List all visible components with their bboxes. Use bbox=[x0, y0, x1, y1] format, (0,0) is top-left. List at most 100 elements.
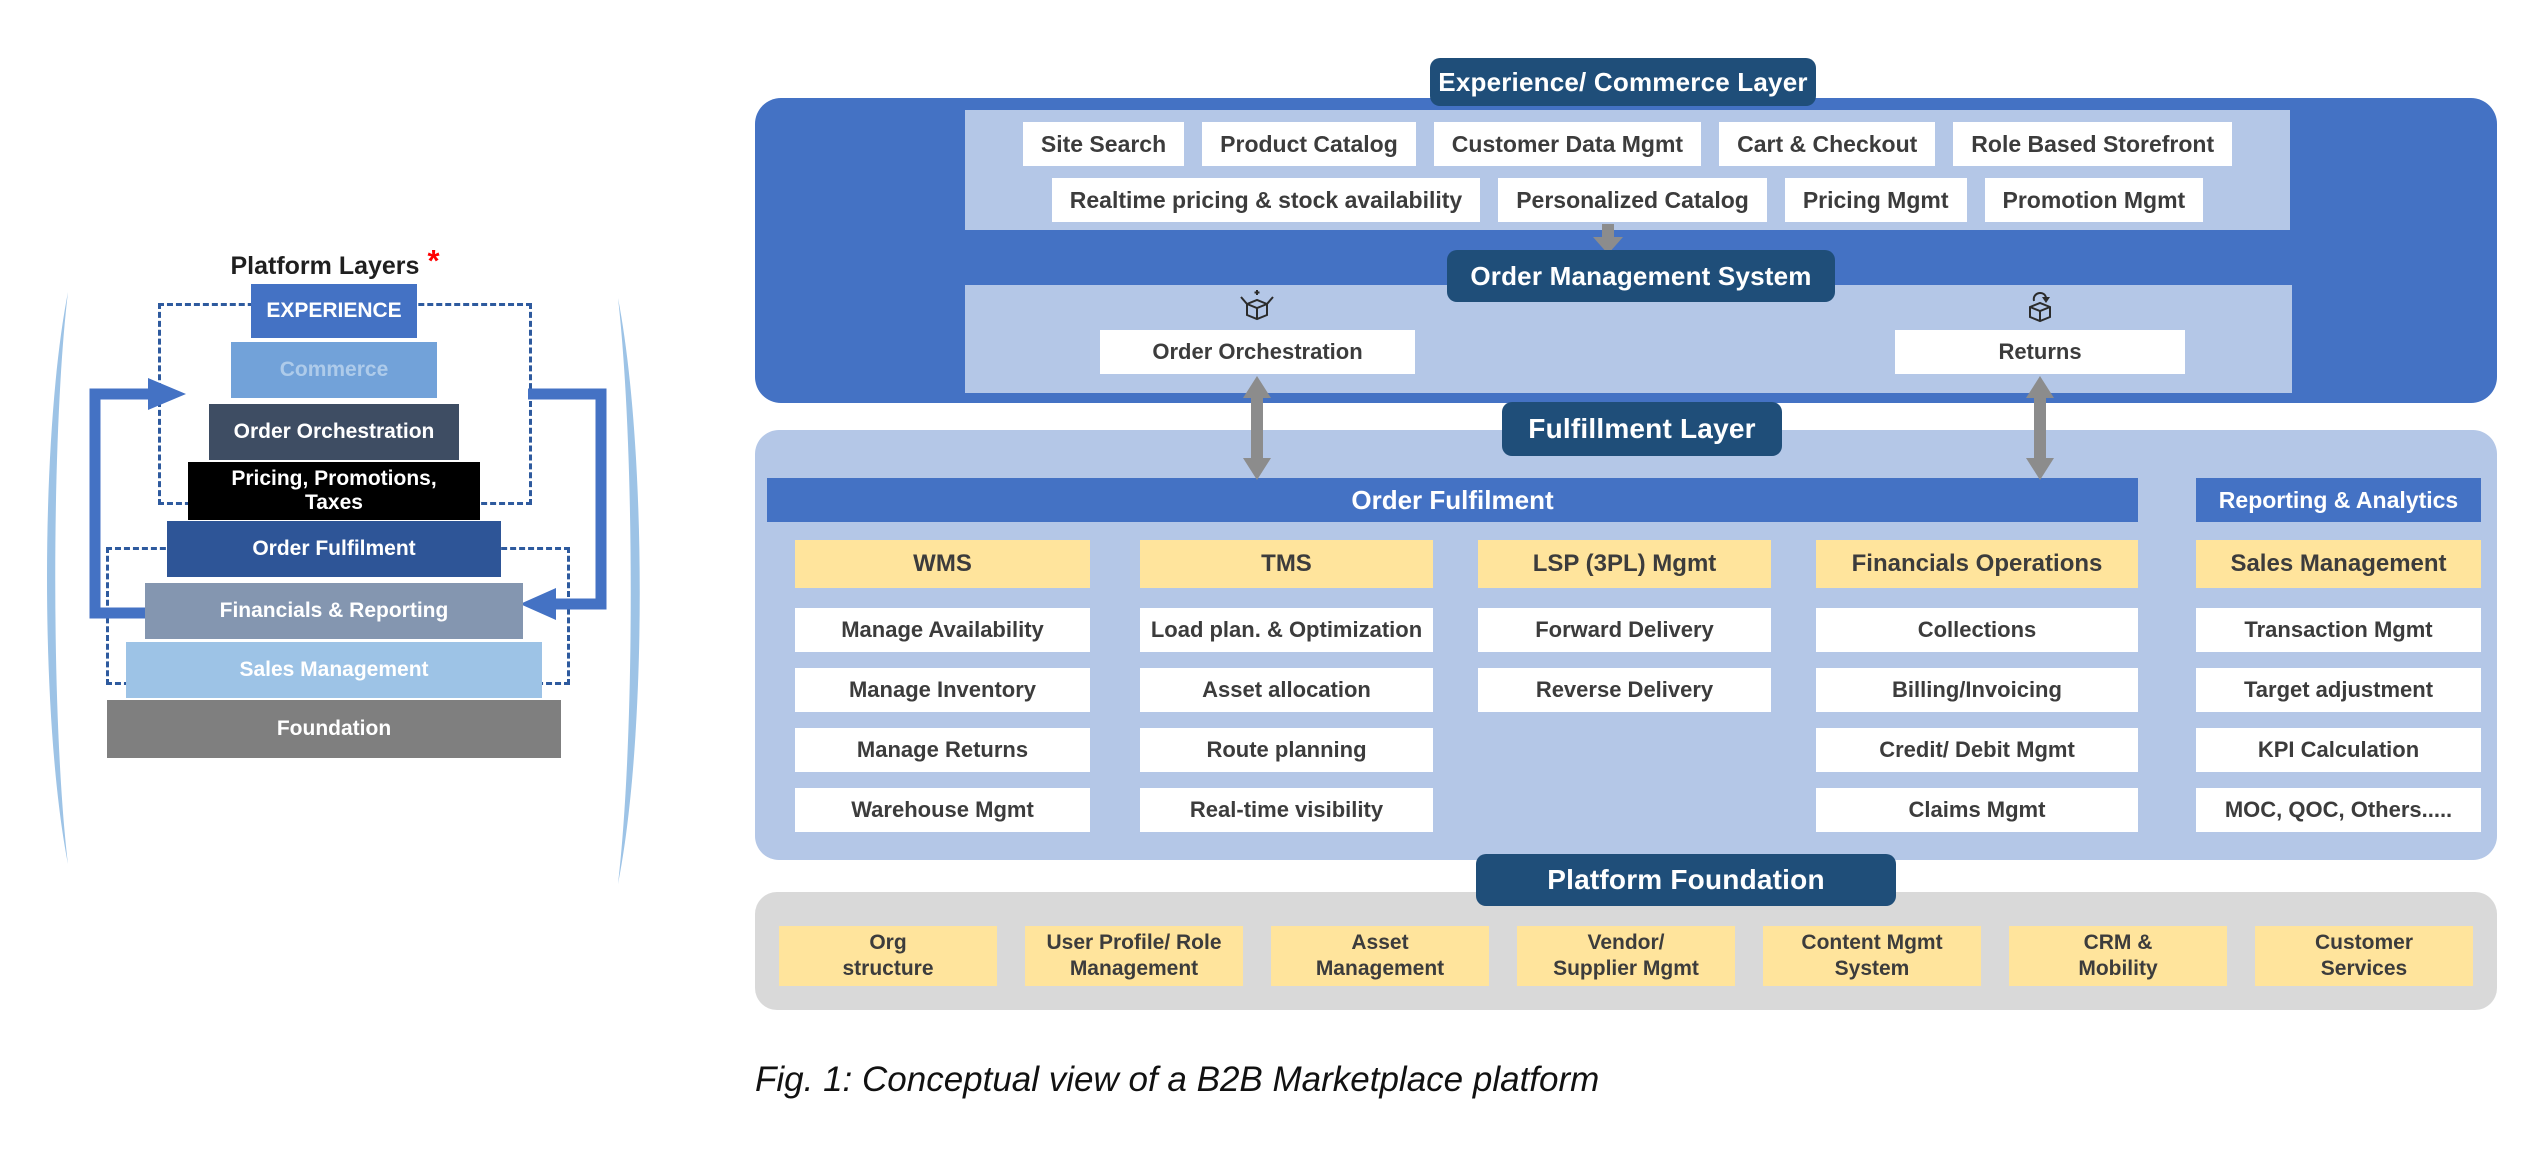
order-fulfilment-header-bar: Order Fulfilment bbox=[767, 478, 2138, 522]
column-header-financials-operations: Financials Operations bbox=[1816, 540, 2138, 588]
fulfilment-item: Real-time visibility bbox=[1140, 788, 1433, 832]
capability-box: Realtime pricing & stock availability bbox=[1051, 178, 1481, 222]
foundation-box-line: CRM & bbox=[2083, 931, 2153, 955]
platform-foundation-panel: Org structure User Profile/ Role Managem… bbox=[755, 892, 2497, 1010]
foundation-box-line: System bbox=[1834, 957, 1910, 980]
reporting-item: MOC, QOC, Others..... bbox=[2196, 788, 2481, 832]
pyramid-layer-label: Order Fulfilment bbox=[252, 536, 416, 560]
fulfilment-item: Route planning bbox=[1140, 728, 1433, 772]
double-arrow-icon bbox=[2026, 376, 2054, 480]
foundation-box-line: Supplier Mgmt bbox=[1553, 957, 1699, 980]
pyramid-layer-order-orchestration: Order Orchestration bbox=[209, 404, 459, 460]
loop-arrow-right-head bbox=[520, 588, 556, 620]
foundation-row: Org structure User Profile/ Role Managem… bbox=[755, 926, 2497, 986]
reporting-analytics-header-bar: Reporting & Analytics bbox=[2196, 478, 2481, 522]
fulfilment-item: Load plan. & Optimization bbox=[1140, 608, 1433, 652]
fulfilment-item: Claims Mgmt bbox=[1816, 788, 2138, 832]
asterisk: * bbox=[427, 243, 440, 278]
return-box-icon bbox=[2029, 292, 2051, 323]
column-header-sales-management: Sales Management bbox=[2196, 540, 2481, 588]
loop-arrow-left bbox=[89, 388, 148, 619]
fulfilment-item: Warehouse Mgmt bbox=[795, 788, 1090, 832]
oms-panel: Order Orchestration Returns bbox=[965, 285, 2292, 393]
foundation-box-content-mgmt: Content Mgmt System bbox=[1763, 926, 1981, 986]
fulfilment-item: Reverse Delivery bbox=[1478, 668, 1771, 712]
column-header-tms: TMS bbox=[1140, 540, 1433, 588]
foundation-box-line: Management bbox=[1069, 957, 1199, 980]
foundation-box-line: User Profile/ Role bbox=[1046, 931, 1222, 955]
pyramid-layer-pricing-promotions-taxes: Pricing, Promotions, Taxes bbox=[188, 462, 480, 520]
capability-box: Personalized Catalog bbox=[1498, 178, 1767, 222]
double-arrow-icon bbox=[1243, 376, 1271, 480]
foundation-box-crm-mobility: CRM & Mobility bbox=[2009, 926, 2227, 986]
fulfilment-item: Collections bbox=[1816, 608, 2138, 652]
fulfilment-item: Credit/ Debit Mgmt bbox=[1816, 728, 2138, 772]
fulfillment-layer-badge: Fulfillment Layer bbox=[1502, 402, 1782, 456]
foundation-box-org-structure: Org structure bbox=[779, 926, 997, 986]
foundation-box-asset-management: Asset Management bbox=[1271, 926, 1489, 986]
foundation-box-vendor-supplier: Vendor/ Supplier Mgmt bbox=[1517, 926, 1735, 986]
fulfillment-panel: Order Fulfilment Reporting & Analytics W… bbox=[755, 430, 2497, 860]
reporting-item: KPI Calculation bbox=[2196, 728, 2481, 772]
capability-box: Product Catalog bbox=[1202, 122, 1416, 166]
pyramid-title: Platform Layers* bbox=[170, 243, 500, 282]
experience-row-1: Site Search Product Catalog Customer Dat… bbox=[965, 122, 2290, 166]
returns-box: Returns bbox=[1895, 330, 2185, 374]
pyramid-layer-label: Order Orchestration bbox=[233, 419, 435, 443]
swoosh-left-icon bbox=[47, 292, 68, 864]
capability-box: Site Search bbox=[1022, 122, 1185, 166]
pyramid-layer-label: Sales Management bbox=[239, 657, 429, 681]
foundation-box-line: Mobility bbox=[2078, 957, 2158, 980]
fulfilment-item: Manage Availability bbox=[795, 608, 1090, 652]
swoosh-right-icon bbox=[618, 298, 640, 884]
pyramid-layer-label: Commerce bbox=[279, 357, 389, 381]
pyramid-layer-label: EXPERIENCE bbox=[266, 298, 402, 322]
reporting-item: Transaction Mgmt bbox=[2196, 608, 2481, 652]
order-orchestration-box: Order Orchestration bbox=[1100, 330, 1415, 374]
loop-arrow-left-head bbox=[148, 378, 186, 410]
foundation-box-line: Vendor/ bbox=[1587, 931, 1665, 955]
platform-foundation-badge: Platform Foundation bbox=[1476, 854, 1896, 906]
foundation-box-customer-services: Customer Services bbox=[2255, 926, 2473, 986]
pyramid-layer-order-fulfilment: Order Fulfilment bbox=[167, 521, 501, 577]
reporting-item: Target adjustment bbox=[2196, 668, 2481, 712]
fulfilment-item: Billing/Invoicing bbox=[1816, 668, 2138, 712]
pyramid-layer-commerce: Commerce bbox=[231, 342, 437, 398]
capability-box: Customer Data Mgmt bbox=[1433, 122, 1702, 166]
capability-box: Promotion Mgmt bbox=[1984, 178, 2204, 222]
pyramid-layer-sales-management: Sales Management bbox=[126, 642, 542, 698]
foundation-box-line: Content Mgmt bbox=[1801, 931, 1943, 955]
foundation-box-line: Management bbox=[1315, 957, 1445, 980]
experience-row-2: Realtime pricing & stock availability Pe… bbox=[965, 178, 2290, 222]
capability-box: Pricing Mgmt bbox=[1784, 178, 1967, 222]
order-management-system-badge: Order Management System bbox=[1447, 250, 1835, 302]
foundation-box-user-profile-role: User Profile/ Role Management bbox=[1025, 926, 1243, 986]
experience-inner-panel: Site Search Product Catalog Customer Dat… bbox=[965, 110, 2290, 230]
loop-arrow-right bbox=[528, 388, 607, 610]
pyramid-title-text: Platform Layers bbox=[230, 252, 420, 280]
capability-box: Role Based Storefront bbox=[1953, 122, 2233, 166]
fulfilment-item: Manage Returns bbox=[795, 728, 1090, 772]
foundation-box-line: Org bbox=[869, 931, 907, 955]
figure-caption: Fig. 1: Conceptual view of a B2B Marketp… bbox=[755, 1060, 1600, 1099]
capability-box: Cart & Checkout bbox=[1719, 122, 1936, 166]
down-arrow-icon bbox=[1593, 224, 1623, 254]
foundation-box-line: Asset bbox=[1351, 931, 1409, 955]
foundation-box-line: Services bbox=[2320, 957, 2408, 980]
pyramid-layer-label: Pricing, Promotions, Taxes bbox=[231, 466, 437, 514]
foundation-box-line: structure bbox=[842, 957, 934, 980]
fulfilment-item: Forward Delivery bbox=[1478, 608, 1771, 652]
pyramid-layer-label: Financials & Reporting bbox=[219, 598, 449, 622]
fulfilment-item: Manage Inventory bbox=[795, 668, 1090, 712]
pyramid-layer-financials-reporting: Financials & Reporting bbox=[145, 583, 523, 639]
pyramid-layer-experience: EXPERIENCE bbox=[251, 284, 417, 338]
pyramid-layer-foundation: Foundation bbox=[107, 700, 561, 758]
foundation-box-line: Customer bbox=[2314, 931, 2414, 955]
fulfilment-item: Asset allocation bbox=[1140, 668, 1433, 712]
pyramid-layer-label: Foundation bbox=[276, 716, 392, 740]
experience-commerce-layer-badge: Experience/ Commerce Layer bbox=[1430, 58, 1816, 106]
open-box-icon bbox=[1240, 290, 1274, 321]
column-header-wms: WMS bbox=[795, 540, 1090, 588]
loop-arrows bbox=[89, 378, 607, 620]
